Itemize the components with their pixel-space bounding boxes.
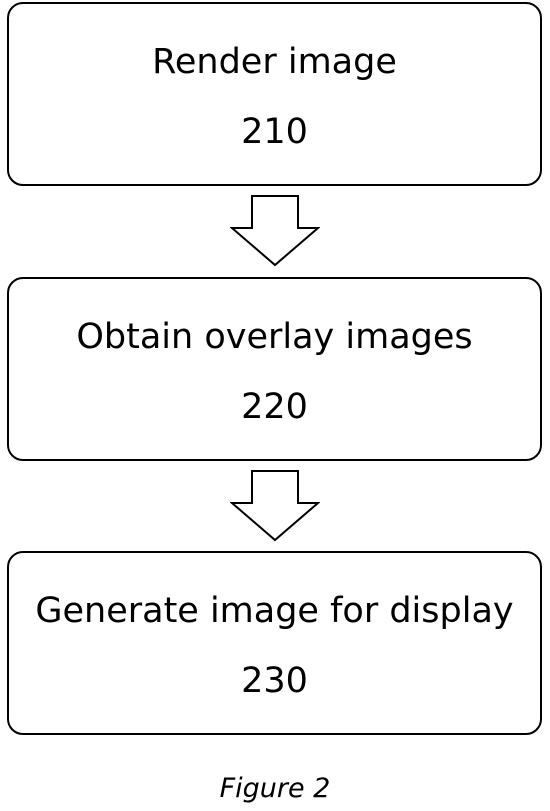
step-box-generate-image-for-display: Generate image for display 230 (7, 551, 542, 735)
figure-caption: Figure 2 (219, 773, 331, 804)
step-box-obtain-overlay-images: Obtain overlay images 220 (7, 277, 542, 461)
step-number: 210 (241, 112, 308, 152)
step-label: Render image (152, 42, 397, 82)
down-arrow-icon (230, 195, 320, 267)
step-label: Obtain overlay images (76, 317, 473, 357)
step-label: Generate image for display (35, 591, 514, 631)
step-number: 220 (241, 387, 308, 427)
down-arrow-icon (230, 470, 320, 542)
step-number: 230 (241, 661, 308, 701)
step-box-render-image: Render image 210 (7, 2, 542, 186)
